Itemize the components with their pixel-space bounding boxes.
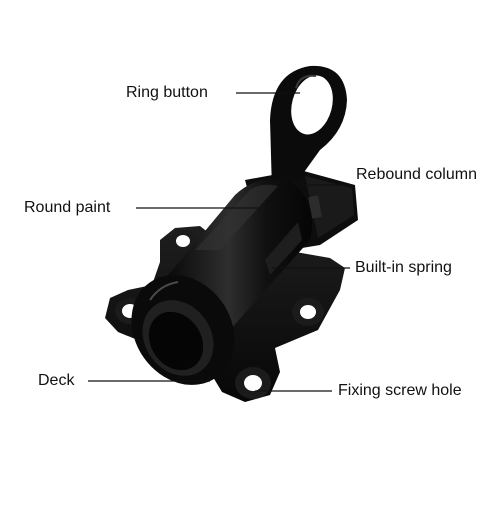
- label-fixing-screw-hole: Fixing screw hole: [338, 382, 462, 399]
- screw-hole-bottom: [235, 367, 271, 399]
- leader-lines: [88, 92, 352, 392]
- label-round-paint: Round paint: [24, 199, 111, 216]
- label-ring-button: Ring button: [126, 84, 208, 101]
- screw-hole-right: [292, 298, 324, 326]
- label-builtin-spring: Built-in spring: [355, 259, 452, 276]
- barrel-front: [131, 275, 235, 385]
- label-deck: Deck: [38, 372, 75, 389]
- ring-button: [270, 65, 347, 190]
- label-rebound-column: Rebound column: [356, 166, 477, 183]
- screw-hole-top: [170, 230, 196, 252]
